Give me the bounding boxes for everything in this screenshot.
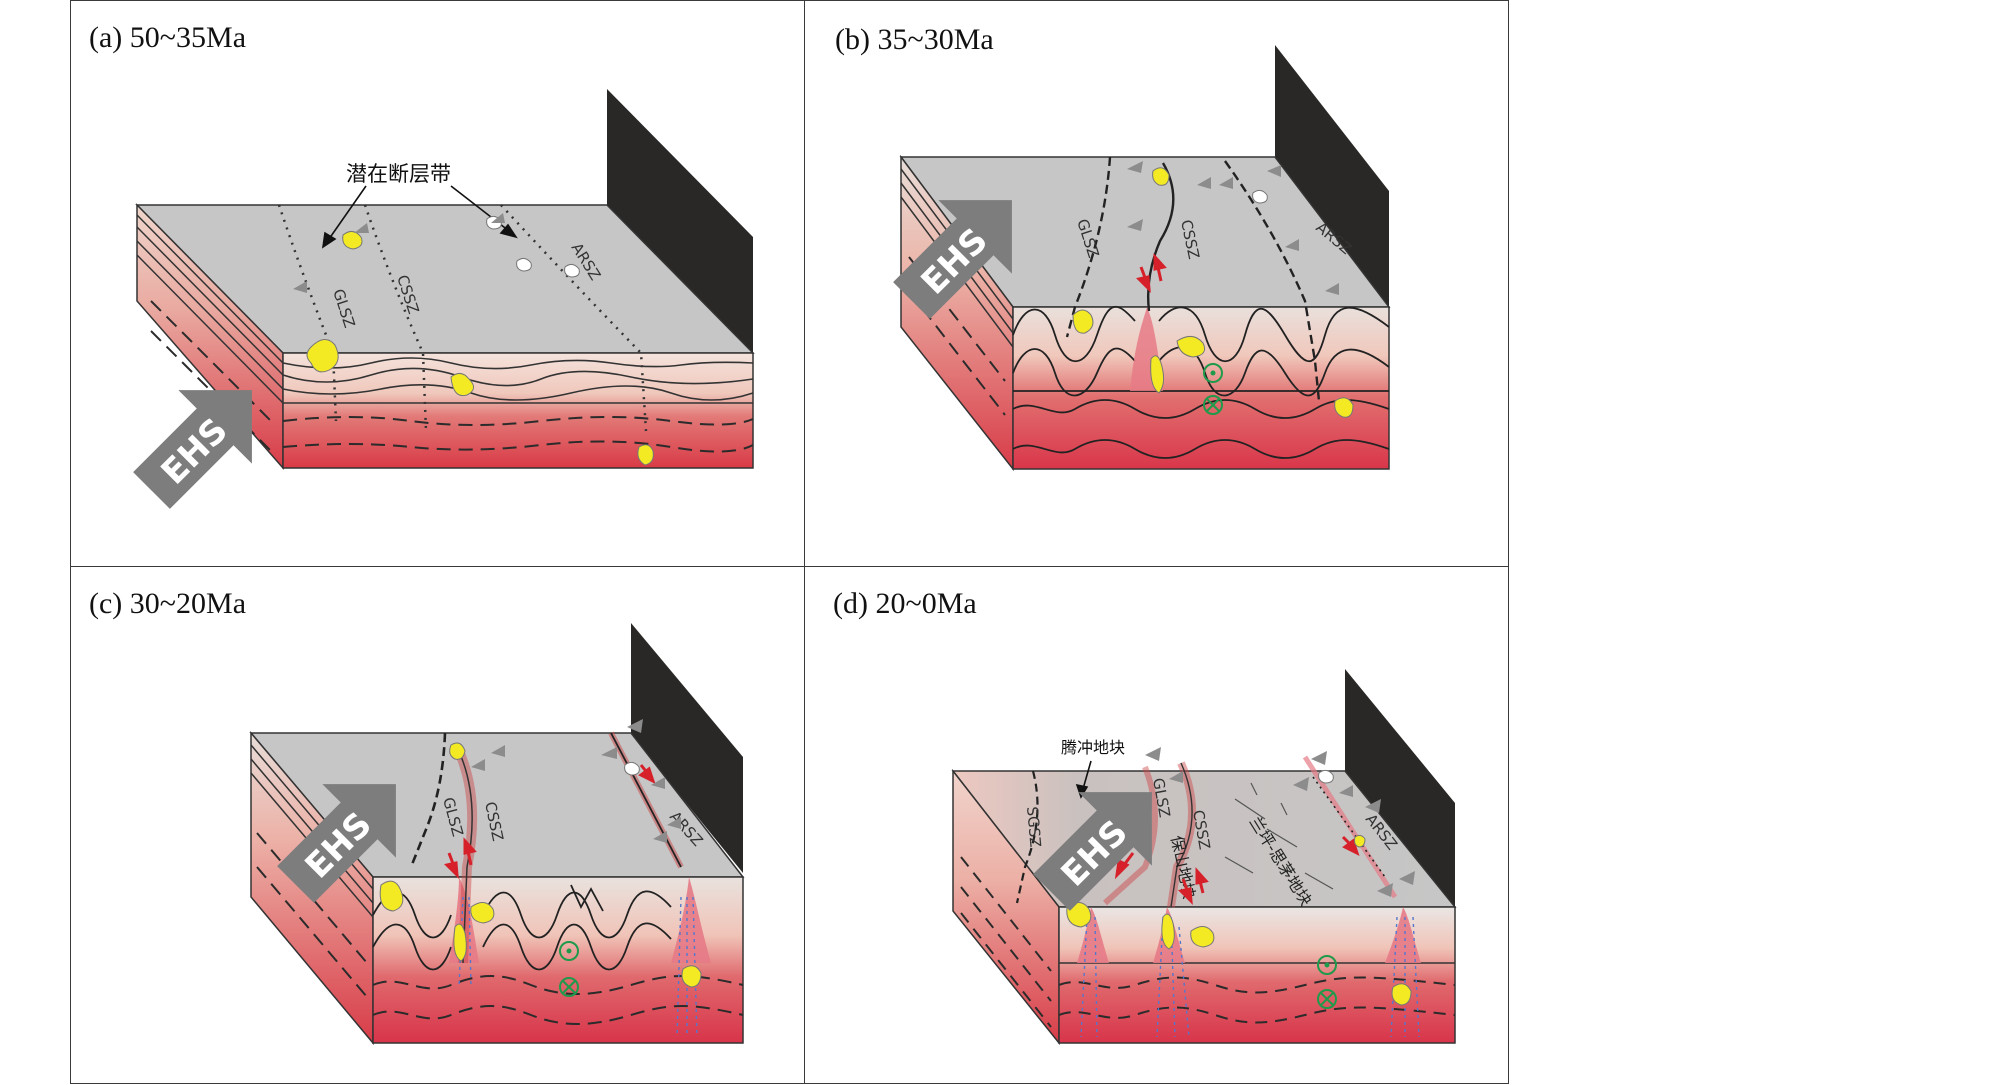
front-face [282, 352, 754, 469]
front-face [1058, 906, 1456, 1044]
panel-a-label: (a) 50~35Ma [89, 21, 247, 54]
panel-b: (b) 35~30Ma [804, 0, 1509, 567]
fault-label-sgsz: SGSZ [1023, 806, 1045, 848]
panel-d-label: (d) 20~0Ma [833, 587, 977, 620]
ehs-arrow: EHS [893, 200, 1012, 319]
panel-c-label: (c) 30~20Ma [89, 587, 247, 620]
back-wall [1345, 669, 1455, 907]
panel-d: (d) 20~0Ma [804, 566, 1509, 1084]
panel-c: (c) 30~20Ma [70, 566, 806, 1084]
panel-a: (a) 50~35Ma [70, 0, 806, 567]
panel-a-diagram: GLSZ CSSZ ARSZ 潜在断层带 [133, 89, 755, 509]
back-wall [1275, 45, 1389, 309]
front-face [1012, 306, 1390, 470]
panel-d-diagram: SGSZ GLSZ CSSZ ARSZ 保山地块 兰坪-思茅地块 腾冲地块 [951, 669, 1457, 1046]
back-wall [631, 623, 743, 873]
panel-b-label: (b) 35~30Ma [835, 23, 994, 56]
annotation-tengchong: 腾冲地块 [1061, 738, 1125, 757]
panel-c-diagram: GLSZ CSSZ ARSZ [249, 623, 745, 1046]
panel-b-diagram: GLSZ CSSZ ARSZ [893, 45, 1391, 472]
back-wall [607, 89, 753, 353]
annotation-potential-fault-zone: 潜在断层带 [346, 162, 451, 186]
